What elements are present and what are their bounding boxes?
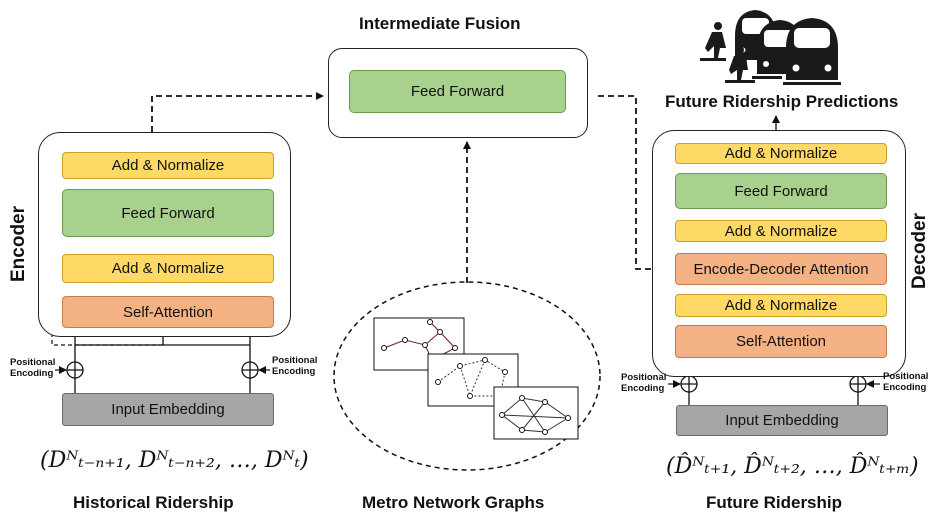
decoder-caption: Future Ridership — [706, 493, 843, 512]
encoder-input-embedding: Input Embedding — [62, 393, 274, 426]
encoder-caption: Historical Ridership — [73, 493, 234, 512]
decoder-enc-dec-attention: Encode-Decoder Attention — [675, 253, 887, 285]
fusion-to-decoder-arrow — [598, 95, 673, 273]
fusion-title: Intermediate Fusion — [359, 14, 521, 33]
decoder-positional-right: Positional Encoding — [883, 371, 929, 393]
encoder-add-normalize-top: Add & Normalize — [62, 152, 274, 179]
decoder-input-embedding: Input Embedding — [676, 405, 888, 436]
decoder-add-normalize-3: Add & Normalize — [675, 294, 887, 317]
circled-plus-icon — [680, 375, 867, 393]
graphs-caption: Metro Network Graphs — [362, 493, 545, 512]
encoder-to-fusion-arrow — [151, 92, 324, 132]
encoder-self-attention: Self-Attention — [62, 296, 274, 328]
decoder-positional-left: Positional Encoding — [621, 372, 667, 394]
circled-plus-icon — [66, 361, 259, 379]
decoder-input-formula: (D̂ᴺₜ₊₁, D̂ᴺₜ₊₂, …, D̂ᴺₜ₊ₘ) — [666, 454, 919, 479]
encoder-feed-forward: Feed Forward — [62, 189, 274, 237]
fusion-feed-forward: Feed Forward — [349, 70, 566, 113]
encoder-positional-left: Positional Encoding — [10, 357, 56, 379]
encoder-input-formula: (Dᴺₜ₋ₙ₊₁, Dᴺₜ₋ₙ₊₂, …, Dᴺₜ) — [40, 448, 309, 473]
decoder-add-normalize-1: Add & Normalize — [675, 143, 887, 164]
decoder-feed-forward: Feed Forward — [675, 173, 887, 209]
decoder-self-attention: Self-Attention — [675, 325, 887, 358]
decoder-add-normalize-2: Add & Normalize — [675, 220, 887, 242]
encoder-label: Encoder — [8, 205, 29, 282]
predictions-title: Future Ridership Predictions — [665, 92, 899, 111]
metro-train-icon — [700, 10, 841, 85]
encoder-positional-right: Positional Encoding — [272, 355, 318, 377]
encoder-add-normalize-bottom: Add & Normalize — [62, 254, 274, 283]
graphs-ellipse — [333, 281, 601, 471]
network-graph-icon — [373, 317, 579, 440]
decoder-label: Decoder — [909, 212, 930, 290]
